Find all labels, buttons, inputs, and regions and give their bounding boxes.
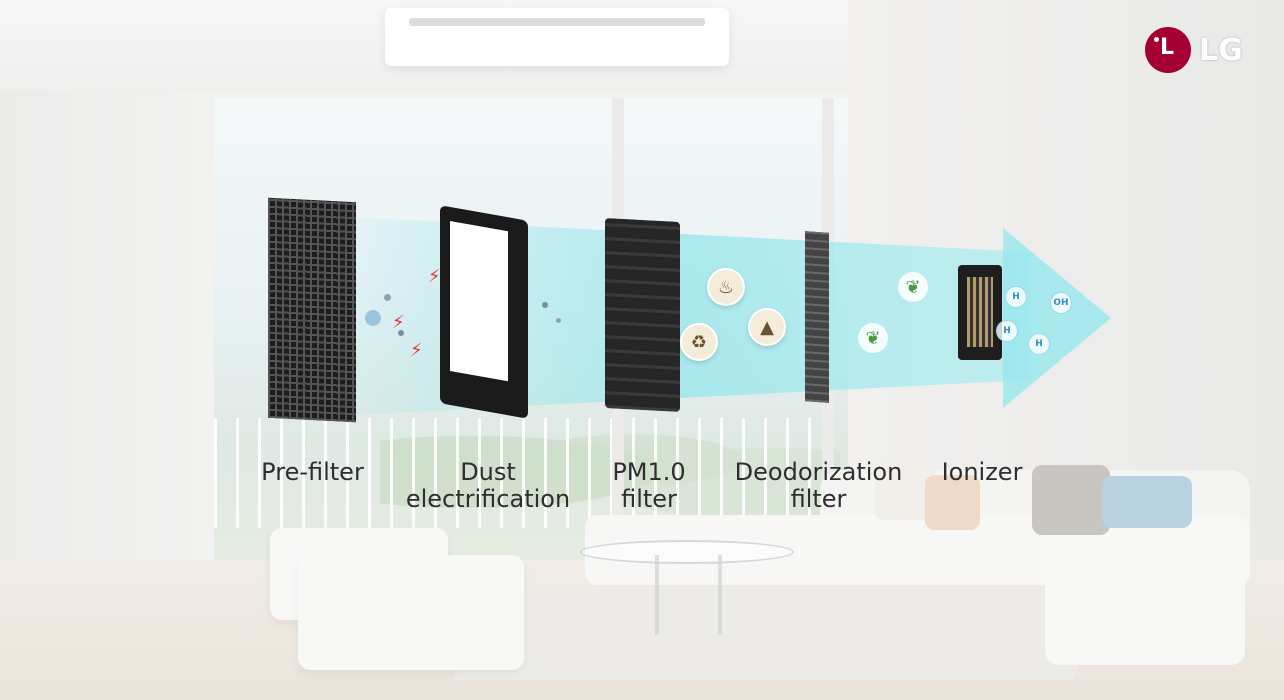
table-leg xyxy=(655,555,659,635)
odor-waste-icon: ▲ xyxy=(748,308,786,346)
ionizer-image xyxy=(958,265,1002,360)
spark-icon: ⚡ xyxy=(392,312,405,333)
dust-particle xyxy=(398,330,404,336)
leaf-icon: ❦ xyxy=(898,272,928,302)
ac-vent xyxy=(409,18,705,26)
lg-logo-letter: L xyxy=(1160,35,1175,60)
table-leg xyxy=(718,555,722,635)
glass-coffee-table xyxy=(580,540,794,564)
lg-logo-mark: L xyxy=(1145,27,1191,73)
sofa-chaise xyxy=(1045,525,1245,665)
dust-particle xyxy=(556,318,561,323)
cushion xyxy=(925,475,980,530)
ionizer-core xyxy=(967,277,993,347)
pm1-filter-label: PM1.0 filter xyxy=(603,459,695,513)
leaf-icon: ❦ xyxy=(858,323,888,353)
ottoman xyxy=(298,555,524,670)
left-wall xyxy=(0,92,214,562)
label-line: PM1.0 xyxy=(612,458,686,486)
ionizer-label: Ionizer xyxy=(930,459,1034,486)
spark-icon: ⚡ xyxy=(410,340,423,361)
lg-logo: L LG xyxy=(1145,26,1259,74)
ion-bubble: H xyxy=(1028,333,1050,355)
pre-filter-image xyxy=(268,197,356,423)
lg-logo-eye xyxy=(1154,37,1159,42)
dust-electrification-image xyxy=(440,205,528,419)
cushion xyxy=(1102,476,1192,528)
ionizer-label-text: Ionizer xyxy=(941,458,1023,486)
odor-socks-icon: ♨ xyxy=(707,268,745,306)
pm1-filter-image xyxy=(605,218,680,412)
label-line: filter xyxy=(790,485,847,513)
dust-particle xyxy=(384,294,391,301)
odor-garbage-icon: ♻ xyxy=(680,323,718,361)
dust-particle xyxy=(542,302,548,308)
label-line: electrification xyxy=(405,485,571,513)
deodorization-filter-image xyxy=(805,231,829,403)
pre-filter-label: Pre-filter xyxy=(245,459,380,486)
ion-bubble: OH xyxy=(1050,292,1072,314)
rug xyxy=(453,590,1107,680)
lg-logo-text: LG xyxy=(1199,32,1243,68)
spark-icon: ⚡ xyxy=(428,266,441,287)
dust-electrification-label: Dust electrification xyxy=(393,459,583,513)
label-line: Dust xyxy=(460,458,516,486)
label-line: filter xyxy=(621,485,677,513)
dust-filter-panel xyxy=(450,221,508,382)
ion-bubble: H xyxy=(1005,286,1027,308)
ion-bubble: H xyxy=(996,320,1018,342)
dust-particle xyxy=(365,310,381,326)
label-line: Deodorization xyxy=(734,458,903,486)
ceiling-air-conditioner xyxy=(385,8,729,66)
pre-filter-label-text: Pre-filter xyxy=(261,458,364,486)
balcony-railing xyxy=(214,418,848,528)
cushion xyxy=(1032,465,1110,535)
deodorization-filter-label: Deodorization filter xyxy=(716,459,921,513)
